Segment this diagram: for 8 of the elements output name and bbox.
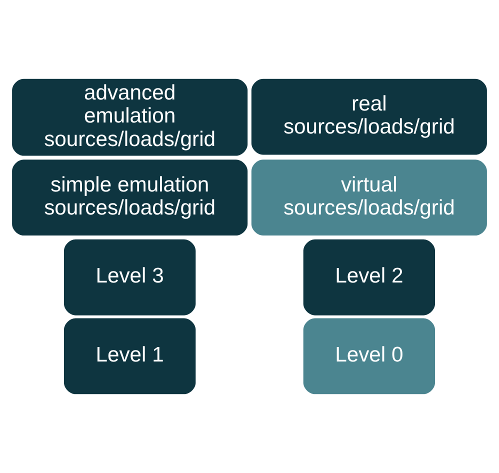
node-box: simple emulation sources/loads/grid xyxy=(12,160,248,236)
node-box: virtual sources/loads/grid xyxy=(251,160,487,236)
node-box: Level 0 xyxy=(303,318,436,394)
node-box: advanced emulation sources/loads/grid xyxy=(12,78,248,156)
node-box: Level 3 xyxy=(64,239,196,316)
node-box: Level 2 xyxy=(303,239,436,316)
node-box: real sources/loads/grid xyxy=(251,78,487,155)
node-box: Level 1 xyxy=(64,318,196,394)
